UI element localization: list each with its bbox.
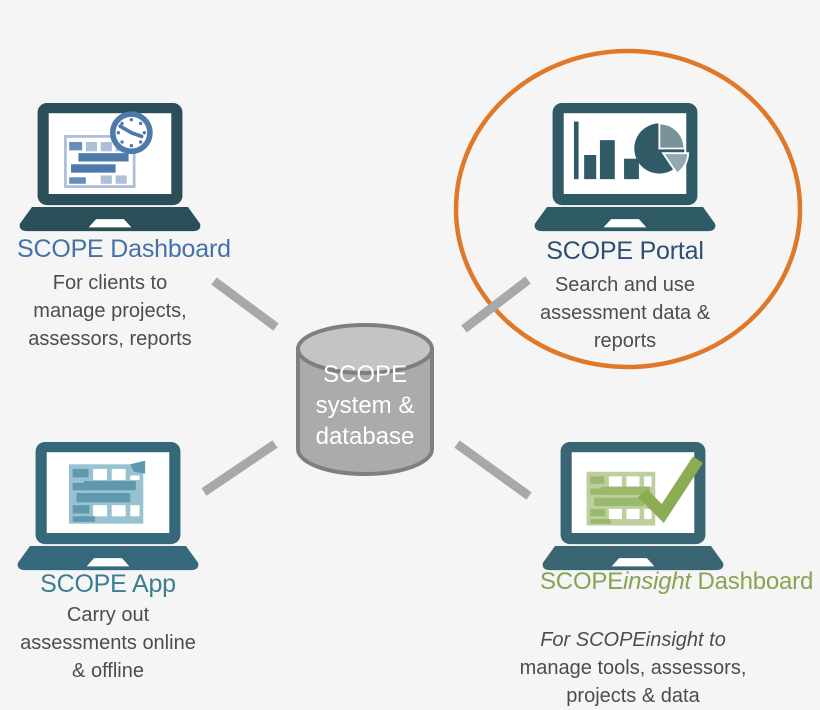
laptop-icon-portal	[534, 103, 716, 232]
laptop-icon-insight	[542, 442, 724, 571]
node-scope-dashboard: SCOPE Dashboard For clients to manage pr…	[17, 103, 231, 363]
connector-bottom-right	[454, 440, 532, 500]
connector-top-left	[211, 277, 279, 331]
title-insight-suffix: Dashboard	[691, 568, 814, 595]
node-desc-portal: Search and use assessment data & reports	[539, 274, 711, 352]
title-insight-italic: insight	[623, 568, 692, 595]
connector-top-right	[461, 276, 531, 333]
node-scopeinsight-dashboard: SCOPEinsight Dashboard For SCOPEinsight …	[520, 442, 813, 707]
connector-bottom-left	[201, 440, 278, 496]
node-scope-app: SCOPE App Carry out assessments online &…	[15, 442, 201, 696]
desc-insight-line1: For SCOPEinsight to	[540, 629, 726, 651]
desc-insight-rest: manage tools, assessors, projects & data	[519, 657, 747, 707]
database-cylinder-icon	[296, 323, 434, 477]
schedule-grid-icon	[69, 460, 146, 524]
cylinder-body	[296, 347, 434, 477]
gantt-calendar-icon	[64, 135, 136, 188]
node-title-portal: SCOPE Portal	[546, 237, 704, 265]
node-title-dashboard: SCOPE Dashboard	[17, 235, 231, 263]
node-title-insight: SCOPEinsight Dashboard	[540, 568, 813, 596]
schedule-grid-icon	[586, 471, 656, 526]
bar-chart-icon	[573, 121, 639, 180]
node-scope-portal: SCOPE Portal Search and use assessment d…	[532, 103, 718, 363]
node-desc-dashboard: For clients to manage projects, assessor…	[28, 272, 192, 350]
laptop-icon-dashboard	[19, 103, 201, 232]
node-desc-insight: For SCOPEinsight to manage tools, assess…	[500, 598, 766, 710]
node-title-app: SCOPE App	[40, 570, 176, 598]
laptop-icon-app	[17, 442, 199, 571]
clock-icon	[110, 111, 153, 155]
node-desc-app: Carry out assessments online & offline	[20, 604, 196, 682]
highlight-circle	[453, 48, 803, 370]
cylinder-top	[296, 323, 434, 375]
checkmark-icon	[638, 456, 704, 524]
pie-chart-icon	[634, 122, 690, 175]
database-label: SCOPE system & database	[315, 361, 415, 450]
title-insight-prefix: SCOPE	[540, 568, 624, 595]
